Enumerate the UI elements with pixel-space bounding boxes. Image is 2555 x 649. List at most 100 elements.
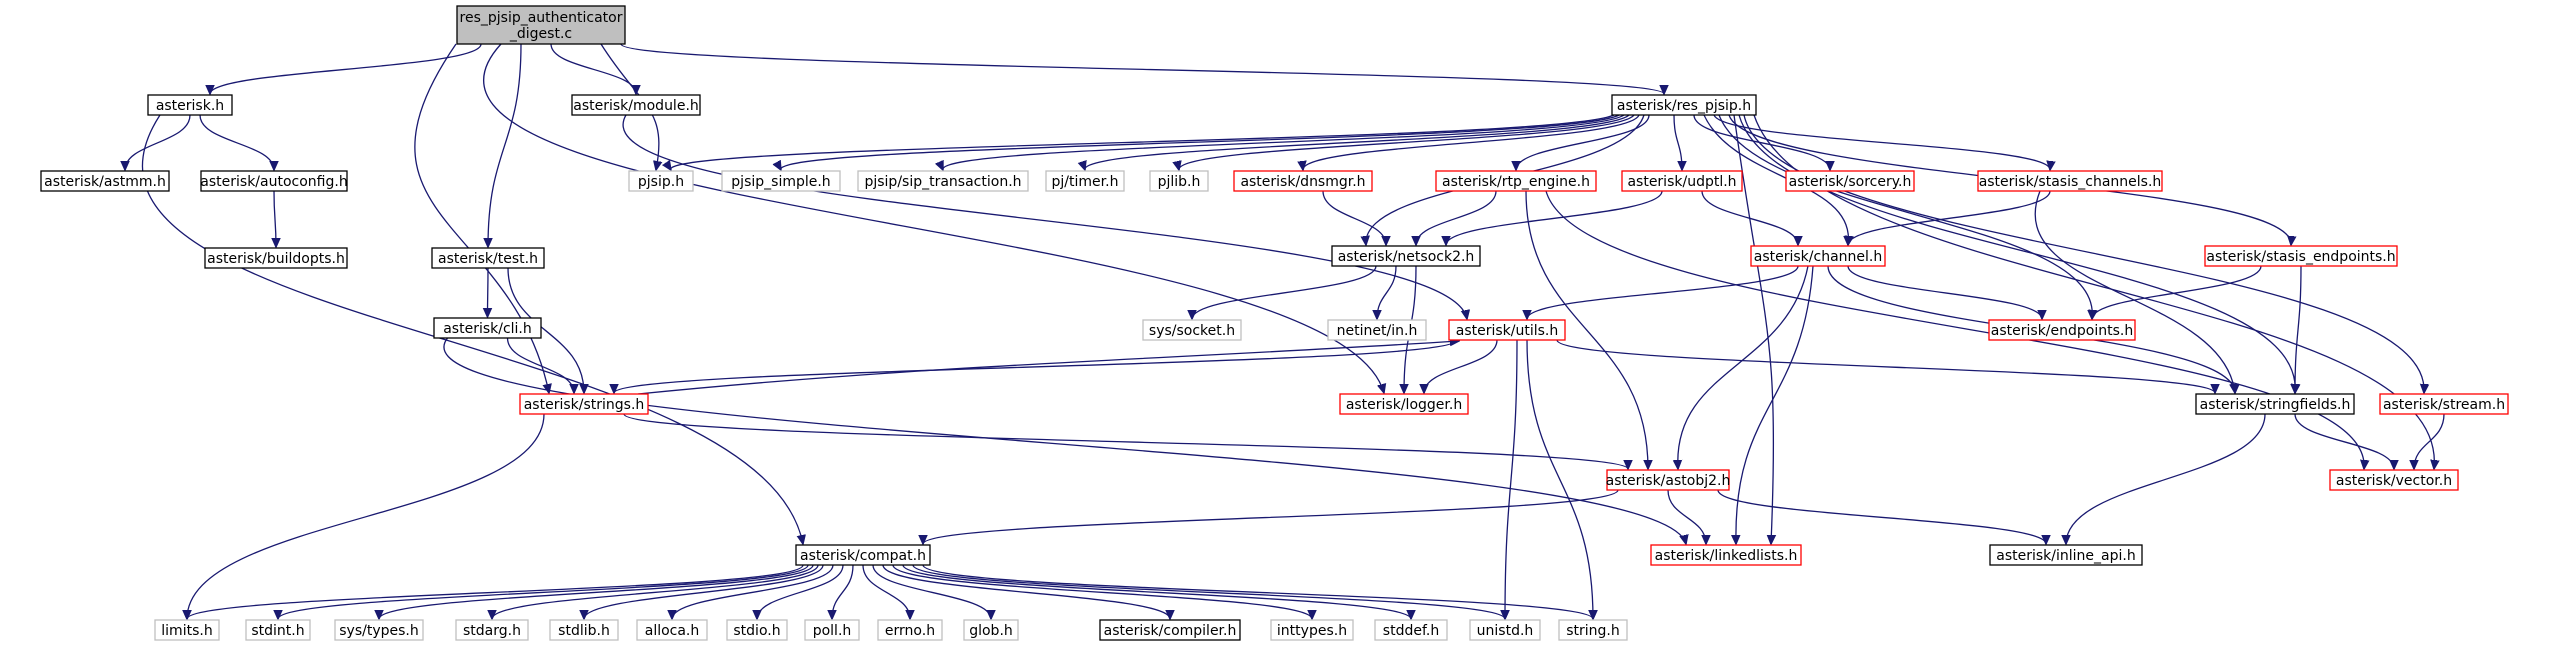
node-astmm-h[interactable]: asterisk/astmm.h [40,170,170,192]
node-endpoints-h[interactable]: asterisk/endpoints.h [1988,319,2136,341]
node-stream-h[interactable]: asterisk/stream.h [2379,393,2509,415]
node-sorcery-h[interactable]: asterisk/sorcery.h [1785,170,1915,192]
node-stdarg-h: stdarg.h [455,619,529,641]
edge-test-h-to-cli-h [488,267,489,317]
edge-utils-h-to-stringfields-h [1556,339,2215,393]
node-cli-h[interactable]: asterisk/cli.h [433,317,542,339]
node-inline-api-h[interactable]: asterisk/inline_api.h [1989,544,2143,566]
edge-stasis-endpoints-h-to-stringfields-h [2295,265,2302,393]
node-box [1611,94,1757,116]
node-pjlib-h: pjlib.h [1149,170,1209,192]
edge-autoconfig-h-to-buildopts-h [274,190,276,247]
node-asterisk-h[interactable]: asterisk.h [147,94,233,116]
node-label: asterisk/vector.h [2336,473,2452,489]
node-sys-socket-h: sys/socket.h [1142,319,1242,341]
node-label: asterisk/module.h [573,98,699,114]
node-box [245,619,311,641]
node-pj-timer-h: pj/timer.h [1045,170,1125,192]
edge-module-h-to-utils-h [622,114,1467,319]
node-glob-h: glob.h [963,619,1019,641]
node-box [1650,544,1802,566]
edge-compat-h-to-glob-h [872,564,991,619]
node-autoconfig-h[interactable]: asterisk/autoconfig.h [200,170,348,192]
node-channel-h[interactable]: asterisk/channel.h [1750,245,1886,267]
node-utils-h[interactable]: asterisk/utils.h [1448,319,1566,341]
node-buildopts-h[interactable]: asterisk/buildopts.h [204,247,348,269]
node-box [571,94,701,116]
node-label: sys/socket.h [1149,323,1235,339]
node-linkedlists-h[interactable]: asterisk/linkedlists.h [1650,544,1802,566]
node-box [1989,544,2143,566]
node-netinet-in-h: netinet/in.h [1327,319,1427,341]
edge-compat-h-to-limits-h [187,564,804,619]
node-strings-h[interactable]: asterisk/strings.h [519,393,649,415]
node-box [628,170,694,192]
node-res-pjsip-h[interactable]: asterisk/res_pjsip.h [1611,94,1757,116]
edge-astobj2-h-to-inline-api-h [1717,489,2046,544]
node-compat-h[interactable]: asterisk/compat.h [795,544,931,566]
node-box [1988,319,2136,341]
node-udptl-h[interactable]: asterisk/udptl.h [1621,170,1743,192]
node-astobj2-h[interactable]: asterisk/astobj2.h [1606,469,1731,491]
edge-res-pjsip-h-to-pjsip-sip-transaction-h [943,114,1625,170]
node-label: pjsip_simple.h [731,174,830,190]
edge-compat-h-to-stdio-h [757,564,844,619]
node-string-h: string.h [1558,619,1628,641]
node-box [877,619,943,641]
edge-root-to-strings-h [414,43,549,393]
edge-channel-h-to-utils-h [1527,265,1799,319]
node-box [549,619,619,641]
node-netsock2-h[interactable]: asterisk/netsock2.h [1331,245,1481,267]
node-label: asterisk/logger.h [1346,397,1462,413]
edge-rtp-engine-h-to-vector-h [1545,190,2364,469]
edge-rtp-engine-h-to-astobj2-h [1525,190,1648,469]
node-box [1149,170,1209,192]
edge-utils-h-to-unistd-h [1505,339,1518,619]
node-label: inttypes.h [1277,623,1347,639]
node-dnsmgr-h[interactable]: asterisk/dnsmgr.h [1233,170,1373,192]
node-compiler-h[interactable]: asterisk/compiler.h [1099,619,1241,641]
node-stasis-channels-h[interactable]: asterisk/stasis_channels.h [1977,170,2163,192]
node-box [1435,170,1597,192]
node-label: asterisk/stream.h [2383,397,2505,413]
edge-compat-h-to-stddef-h [902,564,1411,619]
node-stdio-h: stdio.h [726,619,788,641]
node-stringfields-h[interactable]: asterisk/stringfields.h [2195,393,2355,415]
edge-channel-h-to-astobj2-h [1678,265,1809,469]
edge-rtp-engine-h-to-netsock2-h [1416,190,1497,245]
node-vector-h[interactable]: asterisk/vector.h [2329,469,2459,491]
node-errno-h: errno.h [877,619,943,641]
edge-cli-h-to-linkedlists-h [443,337,1686,544]
node-label: asterisk/linkedlists.h [1655,548,1798,564]
node-box [1448,319,1566,341]
edge-compat-h-to-stdint-h [278,564,809,619]
node-label: limits.h [161,623,212,639]
node-logger-h[interactable]: asterisk/logger.h [1339,393,1469,415]
node-box [636,619,708,641]
node-label: asterisk/channel.h [1754,249,1882,265]
node-rtp-engine-h[interactable]: asterisk/rtp_engine.h [1435,170,1597,192]
node-label: asterisk/utils.h [1456,323,1559,339]
edge-compat-h-to-sys-types-h [379,564,814,619]
edge-udptl-h-to-netsock2-h [1446,190,1663,245]
edge-stream-h-to-vector-h [2414,413,2445,469]
node-label: asterisk/netsock2.h [1338,249,1475,265]
node-label: asterisk/buildopts.h [207,251,345,267]
node-poll-h: poll.h [804,619,860,641]
node-label: glob.h [969,623,1013,639]
node-module-h[interactable]: asterisk/module.h [571,94,701,116]
node-label: stdint.h [251,623,304,639]
node-box [1099,619,1241,641]
node-label: stdarg.h [463,623,521,639]
node-test-h[interactable]: asterisk/test.h [431,247,545,269]
node-box [455,619,529,641]
node-box [2204,245,2398,267]
node-pjsip-sip-transaction-h: pjsip/sip_transaction.h [857,170,1029,192]
edge-strings-h-to-utils-h [637,341,1459,395]
edge-compat-h-to-alloca-h [672,564,834,619]
node-label: netinet/in.h [1337,323,1418,339]
edge-compat-h-to-unistd-h [912,564,1505,619]
node-stasis-endpoints-h[interactable]: asterisk/stasis_endpoints.h [2204,245,2398,267]
edge-compat-h-to-compiler-h [882,564,1170,619]
node-box [1374,619,1448,641]
